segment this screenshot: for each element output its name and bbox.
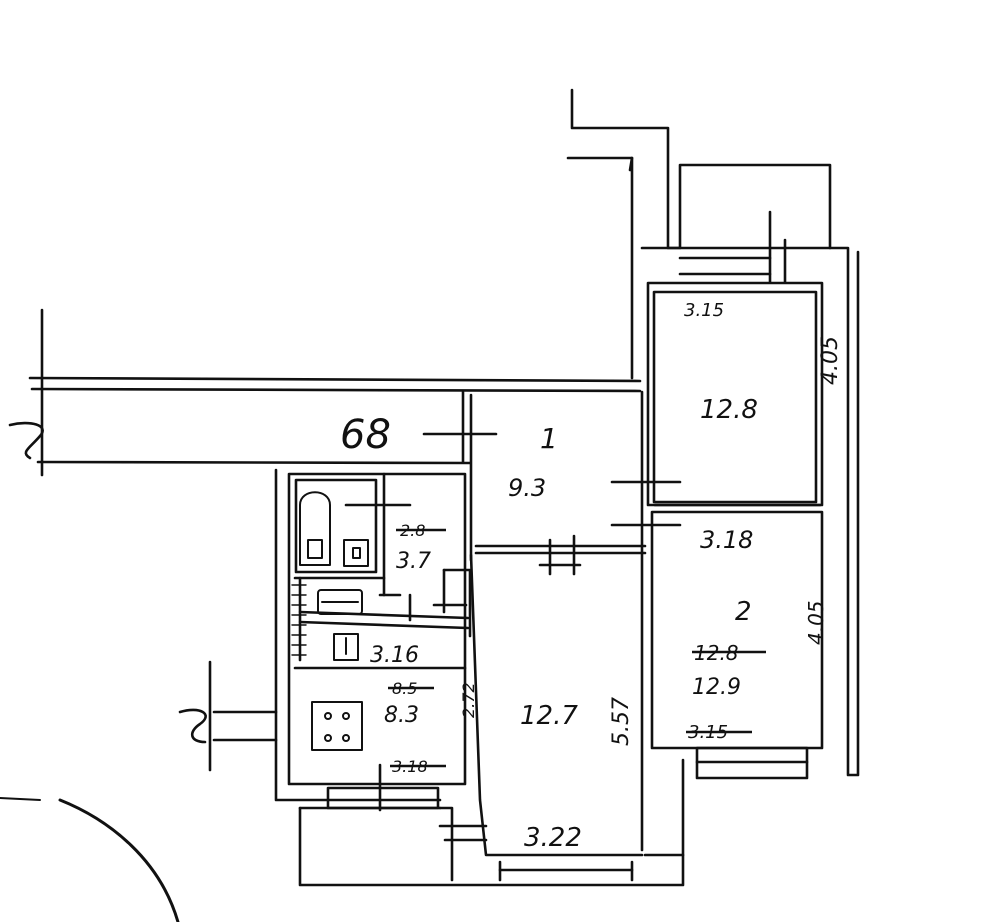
kitchen-area: 8.3 xyxy=(384,703,419,728)
corridor-length: 3.16 xyxy=(370,643,419,668)
room-center-width: 3.22 xyxy=(524,823,582,853)
washbasin-icon xyxy=(333,633,359,661)
room-north-area: 12.8 xyxy=(700,395,758,425)
room-north-wall-dim: 3.18 xyxy=(700,526,753,554)
walls xyxy=(8,88,860,887)
vent-shaft-hatch xyxy=(291,584,307,656)
bathroom-area: 3.7 xyxy=(396,549,431,574)
room-south-length: 4.05 xyxy=(804,600,828,645)
stove-icon xyxy=(311,701,363,751)
toilet-icon xyxy=(343,539,369,567)
room-south-area: 12.9 xyxy=(692,675,741,700)
sink-icon xyxy=(317,589,363,615)
room-center-length: 5.57 xyxy=(609,697,634,746)
hall-number: 1 xyxy=(540,422,558,455)
room-north-width: 3.15 xyxy=(684,300,724,321)
hall-area: 9.3 xyxy=(508,474,546,502)
labels: 68 1 9.3 3.15 12.8 4.05 3.18 2 12.8 12.9… xyxy=(340,300,843,853)
building-number: 68 xyxy=(340,412,391,458)
bathtub-icon xyxy=(299,491,331,566)
room-south-number: 2 xyxy=(735,597,752,627)
room-center-area: 12.7 xyxy=(520,701,578,731)
kitchen-width: 2.72 xyxy=(459,682,478,718)
room-north-length: 4.05 xyxy=(818,336,843,385)
fixtures xyxy=(0,491,369,922)
